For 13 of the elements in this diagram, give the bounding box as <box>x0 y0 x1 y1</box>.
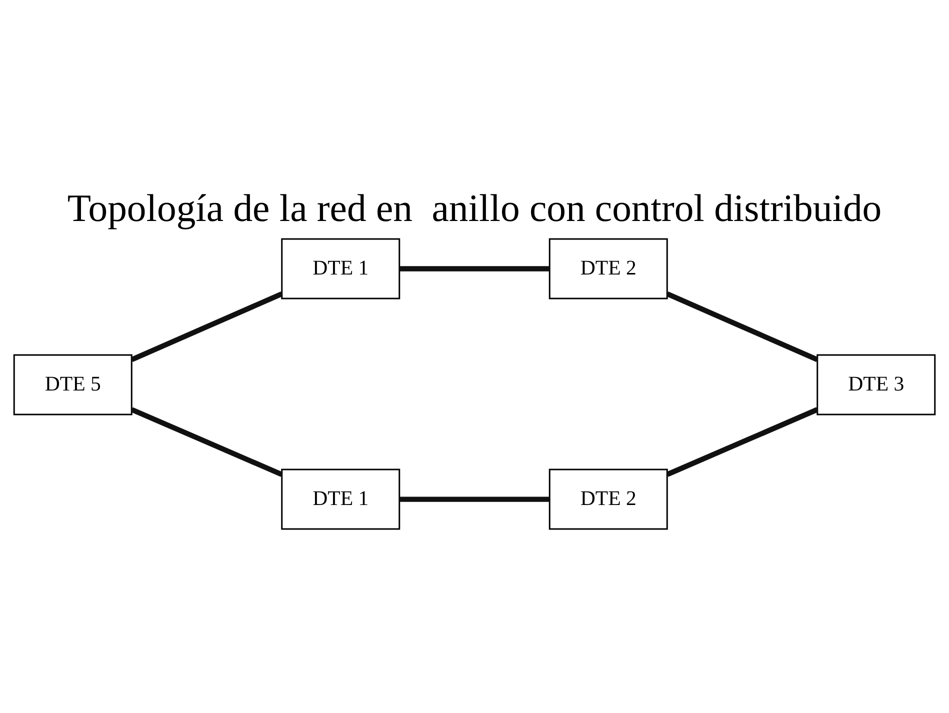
connector <box>400 266 550 272</box>
connector <box>130 407 283 477</box>
diagram-title: Topología de la red en anillo con control distribuido <box>67 188 882 230</box>
node-box: DTE 1 <box>281 238 400 300</box>
node-box: DTE 5 <box>13 354 132 416</box>
node-box: DTE 2 <box>548 468 668 530</box>
node-box: DTE 1 <box>281 468 400 530</box>
node-box: DTE 3 <box>816 354 936 416</box>
connector <box>666 407 818 477</box>
connector <box>400 496 550 502</box>
node-box: DTE 2 <box>548 238 668 300</box>
connector <box>130 291 283 362</box>
connector <box>666 292 818 362</box>
